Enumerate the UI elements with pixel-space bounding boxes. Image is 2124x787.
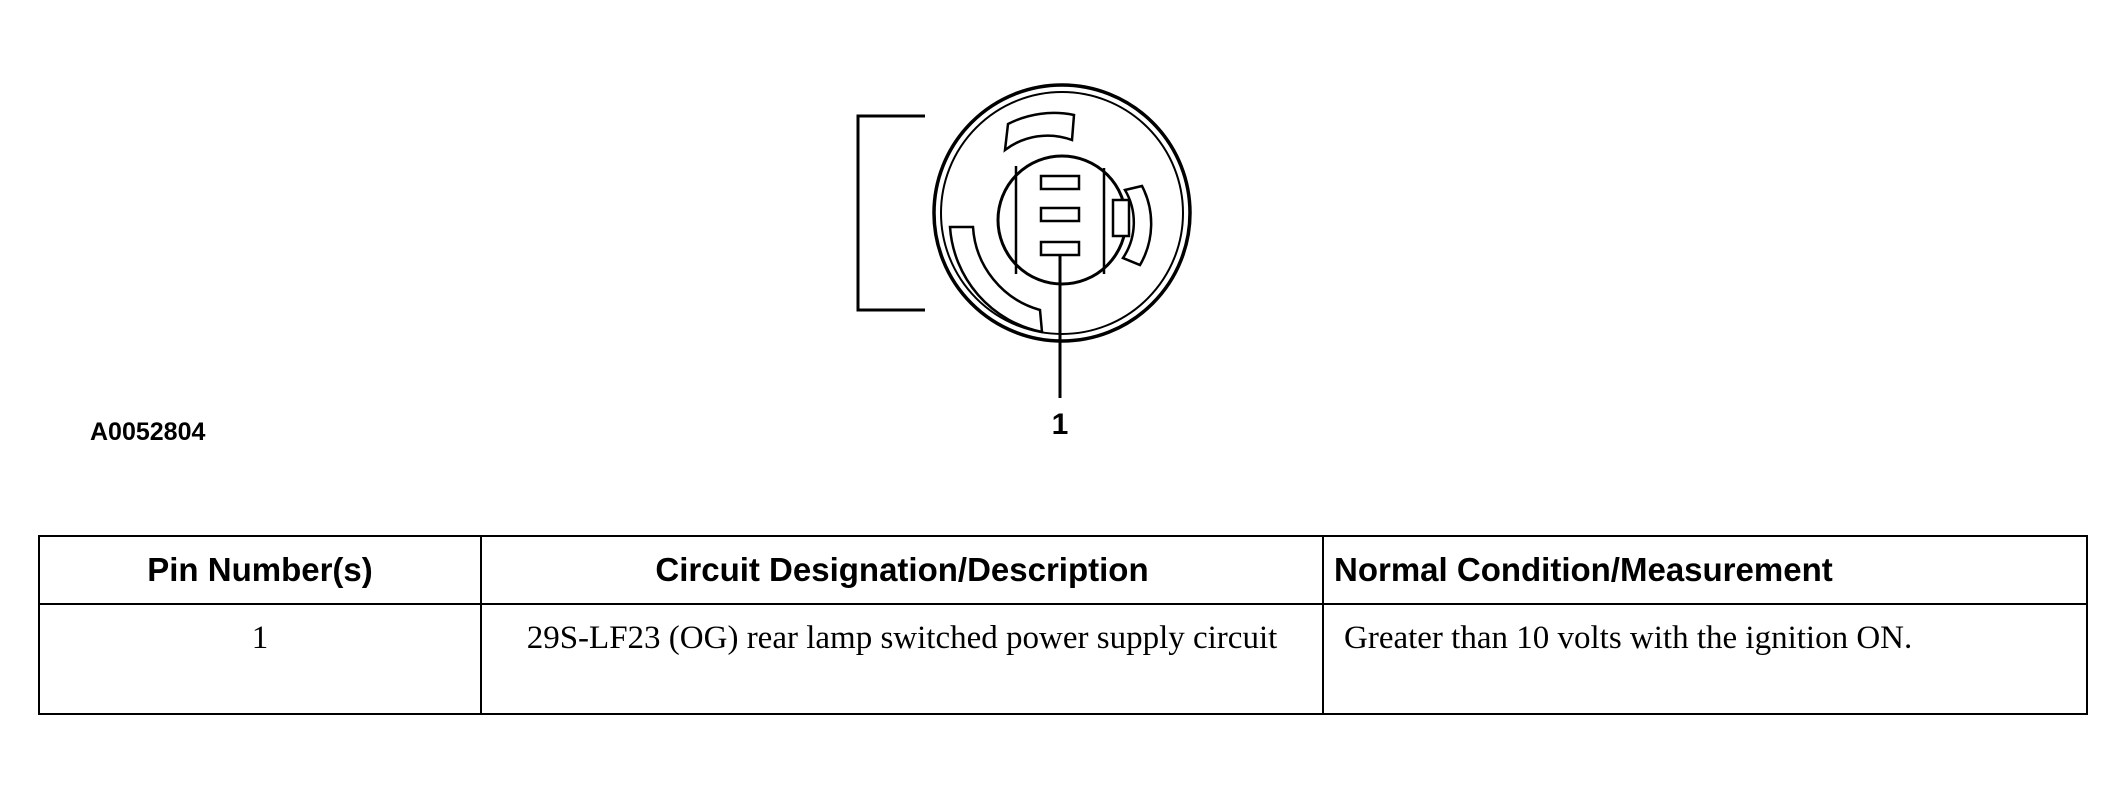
connector-face-diagram — [856, 83, 1192, 398]
header-pin-number: Pin Number(s) — [38, 535, 482, 605]
cell-circuit-description: 29S-LF23 (OG) rear lamp switched power s… — [480, 603, 1324, 715]
connector-inner-ring — [940, 91, 1184, 335]
figure-id: A0052804 — [90, 418, 206, 446]
terminal-cavity-2 — [1039, 206, 1081, 223]
table-row: 1 29S-LF23 (OG) rear lamp switched power… — [38, 603, 2088, 715]
connector-lock-tab — [856, 114, 925, 312]
connector-side-latch — [1111, 198, 1131, 238]
header-normal-condition: Normal Condition/Measurement — [1322, 535, 2088, 605]
terminal-cavity-1 — [1039, 240, 1081, 257]
connector-key-top — [1003, 111, 1076, 153]
cell-normal-condition: Greater than 10 volts with the ignition … — [1322, 603, 2088, 715]
pinout-table: Pin Number(s) Circuit Designation/Descri… — [38, 535, 2088, 715]
table-header-row: Pin Number(s) Circuit Designation/Descri… — [38, 535, 2088, 605]
connector-key-bottom — [948, 225, 1044, 334]
header-circuit-description: Circuit Designation/Description — [480, 535, 1324, 605]
terminal-cavity-3 — [1039, 174, 1081, 191]
cell-pin-number: 1 — [38, 603, 482, 715]
connector-key-right — [1121, 184, 1153, 267]
pin-1-callout: 1 — [1051, 408, 1069, 441]
